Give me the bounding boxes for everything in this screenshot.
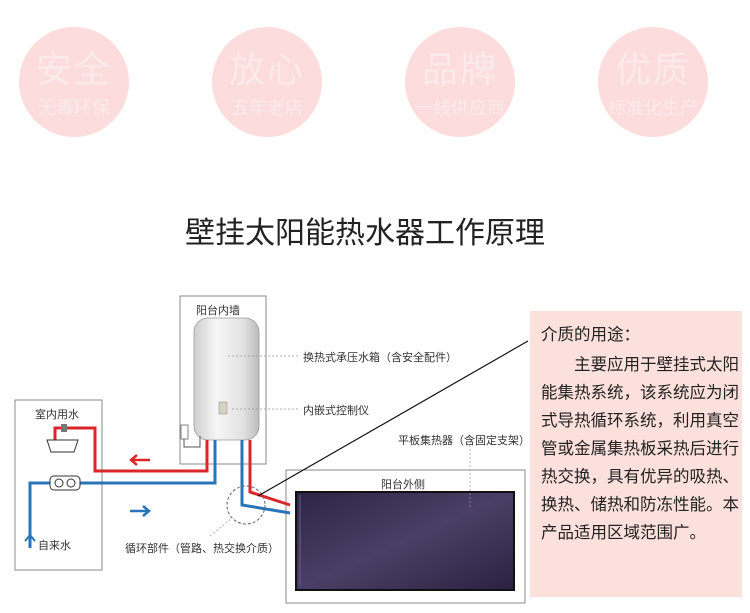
power-socket: [180, 424, 189, 440]
controller-display: [218, 401, 228, 415]
badge-title: 品牌: [421, 50, 498, 91]
flat-panel-collector: [295, 491, 515, 591]
faucet: [61, 424, 67, 432]
badge-brand: 品牌 一线供应商: [405, 27, 515, 137]
tap-water-arrow: [24, 533, 36, 548]
badge-quality: 优质 标准化生产: [598, 27, 708, 137]
hot-flow-arrow: [129, 454, 150, 466]
badge-title: 优质: [614, 50, 691, 91]
callout-heading: 介质的用途：: [541, 325, 640, 344]
callout-pointer: [257, 340, 529, 497]
badge-subtitle: 标准化生产: [608, 98, 698, 119]
badge-subtitle: 无毒环保: [38, 98, 110, 119]
badge-subtitle: 五年老店: [231, 98, 303, 119]
cold-pipe-collector: [240, 440, 291, 515]
callout-box: 介质的用途： 主要应用于壁挂式太阳能集热系统，该系统应为闭式导热循环系统，利用真…: [530, 311, 742, 597]
label-outer-balcony: 阳台外侧: [381, 478, 425, 491]
label-inner-wall: 阳台内墙: [196, 304, 240, 317]
badge-assurance: 放心 五年老店: [212, 27, 322, 137]
circulation-highlight: [226, 485, 266, 525]
badge-safety: 安全 无毒环保: [19, 27, 129, 137]
badge-title: 放心: [228, 50, 305, 91]
hot-pipe-collector: [248, 440, 291, 507]
label-controller: 内嵌式控制仪: [303, 404, 369, 417]
water-tank: [193, 317, 260, 441]
cold-flow-arrow: [130, 505, 151, 517]
label-tank: 换热式承压水箱（含安全配件）: [303, 351, 457, 364]
label-circulation: 循环部件（管路、热交换介质）: [125, 542, 279, 555]
badge-title: 安全: [35, 50, 112, 91]
power-cable: [183, 436, 201, 448]
sink: [46, 439, 79, 453]
label-tap-water: 自来水: [38, 539, 71, 552]
callout-body: 主要应用于壁挂式太阳能集热系统，该系统应为闭式导热循环系统，利用真空管或金属集热…: [541, 355, 739, 542]
label-indoor-water: 室内用水: [35, 408, 79, 421]
diagram-title: 壁挂太阳能热水器工作原理: [185, 216, 545, 251]
badge-subtitle: 一线供应商: [415, 98, 505, 119]
cold-pipe-indoor: [28, 440, 217, 548]
hot-pipe-indoor: [53, 426, 209, 473]
label-collector: 平板集热器（含固定支架）: [398, 434, 530, 447]
